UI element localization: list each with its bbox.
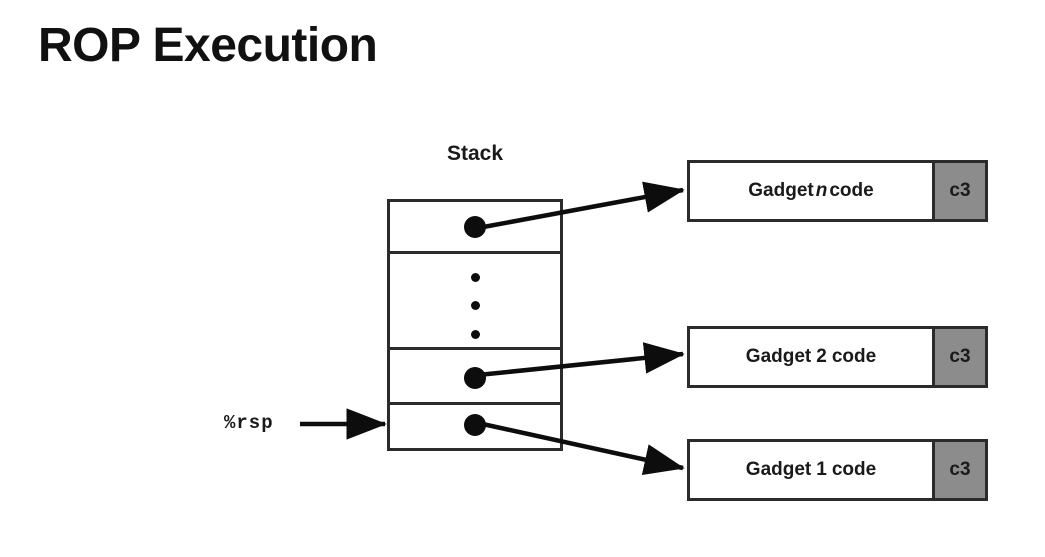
gadget-1-ret-byte: c3: [932, 442, 985, 498]
ellipsis-dot-3: [470, 330, 480, 339]
stack-cell-gadget-2-pointer: [390, 347, 560, 402]
gadget-2-suffix: code: [831, 346, 877, 367]
gadget-1-suffix: code: [831, 459, 877, 480]
stack-pointer-dot-2: [464, 367, 486, 389]
gadget-1-code-label: Gadget 1 code: [690, 442, 932, 498]
gadget-1-index: 1: [816, 459, 827, 480]
gadget-2-box: Gadget 2 code c3: [687, 326, 988, 388]
gadget-n-prefix: Gadget: [748, 180, 814, 201]
gadget-n-ret-byte: c3: [932, 163, 985, 219]
gadget-n-suffix: code: [829, 180, 874, 201]
gadget-n-box: Gadget n code c3: [687, 160, 988, 222]
gadget-2-prefix: Gadget: [745, 346, 812, 367]
gadget-2-code-label: Gadget 2 code: [690, 329, 932, 385]
stack-cell-gadget-n-pointer: [390, 202, 560, 251]
stack-column: [387, 199, 563, 451]
stack-cell-gadget-1-pointer: [390, 402, 560, 451]
stack-pointer-dot-1: [464, 414, 486, 436]
ellipsis-dot-1: [470, 273, 480, 282]
ellipsis-dot-2: [470, 301, 480, 310]
stack-cell-ellipsis: [390, 251, 560, 347]
gadget-2-ret-byte: c3: [932, 329, 985, 385]
gadget-1-prefix: Gadget: [745, 459, 812, 480]
gadget-1-box: Gadget 1 code c3: [687, 439, 988, 501]
gadget-2-index: 2: [816, 346, 827, 367]
gadget-n-index: n: [815, 180, 828, 201]
gadget-n-code-label: Gadget n code: [690, 163, 932, 219]
page-title: ROP Execution: [38, 19, 378, 72]
stack-pointer-dot-n: [464, 215, 486, 238]
stack-label: Stack: [446, 142, 504, 165]
rsp-register-label: %rsp: [224, 412, 274, 434]
